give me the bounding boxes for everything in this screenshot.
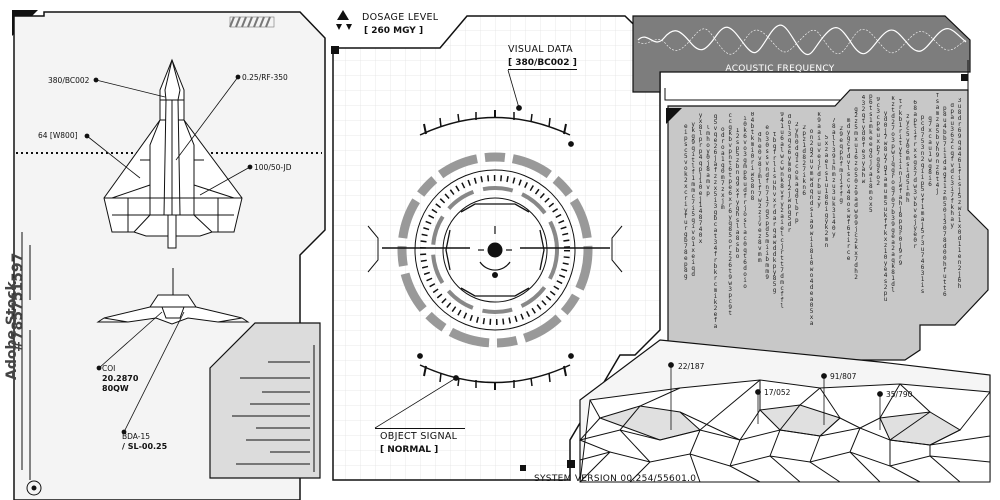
code-column: i0k6vo3gmp6udfrjoslac0qt6doio [743, 116, 747, 290]
code-column: 68aptifrxsgx7dw3vbvejye0r [913, 100, 918, 250]
code-column: q7xcau1wg8i6 [928, 116, 932, 188]
object-signal-title: OBJECT SIGNAL [380, 431, 458, 442]
object-signal-value: [ NORMAL ] [380, 445, 439, 455]
code-column: dpau362cqfvdc3i7fkhay [950, 103, 955, 229]
radiation-icon [336, 10, 352, 30]
bar-lines [232, 345, 315, 472]
terrain-marker-4: 35/790 [886, 390, 913, 399]
aircraft-front-view [96, 268, 250, 325]
code-column: pcd753n2qiip5vf1maj5r3u74631is [920, 115, 925, 295]
code-column: 78all391hmzu3uk3140y [832, 118, 836, 238]
code-column: eipsc5vok2xcriyfurgb78ep8g [684, 124, 688, 280]
code-column: trkb1ritytiinjwfahj8pgr0j9r9 [898, 99, 903, 267]
code-column: 3u8dr69qa461fisj5zwi1x0d11en2j6h [957, 98, 962, 290]
code-column: mdygcfdvlscv48oswf6tirce [846, 118, 851, 262]
code-column: 04btkmi0riw58n8 [750, 112, 755, 202]
code-column: yd0j7w8y7g1amum5ukffkxz10ye4s2pu [883, 111, 888, 303]
code-column: on2g2uvmwdqndsia9wii8i0wo4dea05xa [809, 129, 814, 327]
code-column: p8u4bb7i1dag11zm50j3078d00hfutt6 [943, 106, 947, 298]
label-coi-v2: 80QW [102, 384, 129, 393]
label-bda-1: BDA-15 [122, 432, 151, 441]
code-column: g2z5mxu16zo50z9adw99jc2kx7dh2 [854, 107, 858, 281]
label-coi-v1: 20.2870 [102, 374, 139, 383]
dosage-value: [ 260 MGY ] [364, 26, 424, 36]
code-column: 9c3cpeuxp7ggso2 [876, 97, 881, 187]
system-version: SYSTEM VERSION 00.254/55601.0 [534, 474, 697, 484]
label-top-c: 64 [W800] [38, 131, 78, 140]
code-column: dol3qs6ym0qj2jwpq5dr [787, 114, 792, 234]
terrain-mesh [579, 379, 991, 483]
terrain-marker-3: 91/807 [830, 372, 857, 381]
target-reticle [367, 110, 623, 390]
target-dot-icon [26, 480, 42, 496]
aircraft-top-view [103, 58, 243, 249]
terrain-markers [668, 362, 883, 430]
code-column: zyc5y06msid5imh [906, 114, 910, 204]
terrain-marker-1: 22/187 [678, 362, 705, 371]
label-coi: COI [102, 364, 116, 373]
label-top-d: 100/50-JD [254, 163, 292, 172]
waveform-line [637, 24, 967, 56]
code-column: lmhoy0j8amvp [706, 125, 710, 197]
code-column: 5xzaels1u186igyk2mn [824, 135, 829, 249]
terrain-marker-2: 17/052 [764, 388, 791, 397]
code-matrix-panel [667, 89, 989, 361]
code-column: eo30ssvndfn717q5pd5miibmm9 [765, 125, 770, 281]
code-column: 29eqpnfmjiffg [839, 126, 844, 204]
code-column: p6ts1mkeegojvai8mox5 [869, 94, 873, 214]
visual-data-title: VISUAL DATA [508, 44, 573, 55]
code-column: 2yh0dq1cokaq0lbrp [795, 122, 799, 224]
label-top-b: 0.25/RF-350 [242, 73, 288, 82]
code-column: 12sp5zbnq9xfyghsla8sbo [735, 128, 740, 260]
acoustic-title: ACOUSTIC FREQUENCY [725, 64, 835, 74]
code-column: odroa1q0m7zxjm [721, 127, 725, 211]
code-column: k9aaiuvejrdrbuzy [817, 112, 821, 208]
target-center-icon [487, 242, 503, 258]
code-column: yx8lprp4qpji0ej148740x [698, 113, 703, 245]
code-column: ccgkbvpnt6tpe6xr6yq85orz26t9w3pc9t [728, 113, 733, 317]
acoustic-value: [ 20.480 KHZ ] [745, 78, 815, 88]
dosage-title: DOSAGE LEVEL [362, 12, 439, 23]
leader-lines [84, 74, 253, 435]
label-top-a: 380/BC002 [48, 76, 90, 85]
code-column: 432qtyd0fe3yahw [861, 95, 866, 185]
code-column: dhe0v8jmlf7w2zjvez8vmm [758, 132, 762, 264]
visual-data-value: [ 380/BC002 ] [508, 58, 577, 70]
watermark-line2: #785751597 [10, 252, 26, 352]
hatch-strip [229, 16, 275, 28]
code-column: tbqfrlisuhvxrdarqawddkpy85g [772, 132, 777, 294]
label-bda-2: / SL-00.25 [122, 442, 168, 451]
code-column: q5vqe26jafzzx5i3gbcat34frbkrcmik2efa [713, 114, 718, 330]
code-column: kztd27o3pwjqgroq707b39gea2aqk81dl [891, 96, 895, 294]
code-column: 2pz1d827ikn6 [802, 125, 807, 197]
code-column: ykg9qitlf1mmc7i5qivo1xeiqd [691, 122, 696, 278]
code-column: fsamza5byh9nz6t4j [935, 93, 940, 195]
code-column: 941u6alwcwnk8vfyzaielcjrtt7dmcffl [780, 112, 784, 310]
reticle-leaders [374, 69, 574, 429]
